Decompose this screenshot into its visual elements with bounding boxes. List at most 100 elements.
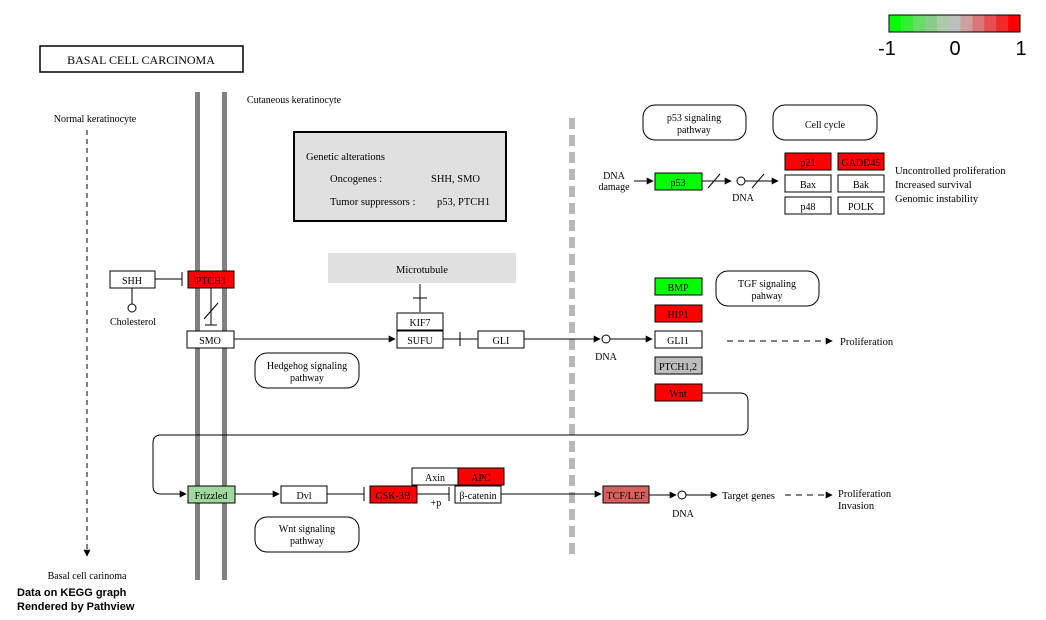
target-genes-label: Target genes: [722, 491, 775, 502]
p53-dna-slash: [707, 173, 721, 189]
ptch1-smo-slash: [203, 302, 219, 320]
gene-box-bmp[interactable]: [654, 277, 703, 296]
gene-box-polk[interactable]: [837, 196, 885, 215]
gene-label-sufu: SUFU: [407, 336, 433, 347]
tgf-pathway-label-1: TGF signaling: [738, 279, 796, 290]
gene-label-bak: Bak: [853, 180, 869, 191]
dna-label-wnt: DNA: [672, 509, 694, 520]
tumor-suppressors-label: Tumor suppressors :: [330, 197, 415, 208]
legend-color-cell: [924, 15, 938, 32]
genetic-alterations-box: [293, 131, 507, 222]
dna-targets-slash: [751, 173, 765, 189]
gene-label-wnt: Wnt: [669, 389, 686, 400]
gene-label-dvl: Dvl: [297, 491, 312, 502]
title-box: [39, 45, 244, 73]
gene-label-gadd45: GADD45: [842, 158, 881, 169]
proliferation-label: Proliferation: [840, 337, 894, 348]
gene-box-p48[interactable]: [784, 196, 832, 215]
gene-label-smo: SMO: [199, 336, 221, 347]
tumor-suppressors-value: p53, PTCH1: [437, 197, 490, 208]
oncogenes-value: SHH, SMO: [431, 174, 480, 185]
dna-node-p53: [736, 176, 746, 186]
legend-color-cell: [984, 15, 997, 32]
legend-color-cell: [912, 15, 926, 32]
gene-label-axin: Axin: [425, 473, 445, 484]
wnt-pathway-label-2: pathway: [290, 536, 324, 547]
microtubule-box: [328, 253, 516, 283]
gene-label-gli1: GLI1: [667, 336, 689, 347]
p53-pathway-button[interactable]: [642, 104, 747, 141]
gene-label-p21: p21: [801, 158, 816, 169]
gene-label-bcatenin: β-catenin: [459, 491, 496, 502]
gene-box-bak[interactable]: [837, 174, 885, 193]
gene-box-kif7[interactable]: [396, 312, 444, 331]
legend-color-cell: [948, 15, 961, 32]
oncogenes-label: Oncogenes :: [330, 174, 382, 185]
gene-label-bax: Bax: [800, 180, 816, 191]
dna-label-p53: DNA: [732, 193, 754, 204]
gene-box-hip1[interactable]: [654, 304, 703, 323]
legend-mid-label: 0: [949, 38, 960, 60]
prolif-invasion-label-1: Proliferation: [838, 489, 892, 500]
genetic-alterations-heading: Genetic alterations: [306, 152, 385, 163]
cholesterol-label: Cholesterol: [110, 317, 156, 328]
outcome-survival: Increased survival: [895, 180, 972, 191]
legend-color-cell: [900, 15, 914, 32]
gene-label-gsk3b: GSK-3B: [375, 491, 410, 502]
legend-min-label: -1: [878, 38, 896, 60]
p53-pathway-label-1: p53 signaling: [667, 113, 721, 124]
gene-label-hip1: HIP1: [667, 310, 688, 321]
color-legend: -1 0 1: [878, 14, 1027, 60]
cell-cycle-pathway-button[interactable]: [772, 104, 878, 141]
gene-label-apc: APC: [471, 473, 491, 484]
dna-node-gli: [601, 334, 611, 344]
gene-label-gli: GLI: [493, 336, 510, 347]
gene-label-kif7: KIF7: [409, 318, 430, 329]
gene-label-shh: SHH: [122, 276, 142, 287]
hedgehog-pathway-label-1: Hedgehog signaling: [267, 361, 347, 372]
gene-label-frizzled: Frizzled: [195, 491, 228, 502]
gene-label-p53: p53: [671, 178, 686, 189]
hedgehog-pathway-button[interactable]: [254, 352, 360, 389]
legend-color-cell: [1008, 15, 1021, 32]
phosphorylation-label: +p: [431, 498, 442, 509]
wnt-pathway-button[interactable]: [254, 516, 360, 553]
cell-cycle-label: Cell cycle: [805, 120, 846, 131]
tgf-pathway-label-2: pahway: [751, 291, 782, 302]
gene-box-gadd45[interactable]: [837, 152, 885, 171]
prolif-invasion-label-2: Invasion: [838, 501, 875, 512]
gene-label-p48: p48: [801, 202, 816, 213]
hedgehog-pathway-label-2: pathway: [290, 373, 324, 384]
legend-color-cell: [936, 15, 950, 32]
legend-color-cell: [889, 15, 902, 32]
gene-label-ptch12: PTCH1,2: [659, 362, 697, 373]
page-title: BASAL CELL CARCINOMA: [67, 53, 215, 67]
dna-node-wnt: [677, 490, 687, 500]
normal-keratinocyte-label: Normal keratinocyte: [54, 114, 137, 125]
microtubule-label: Microtubule: [396, 265, 448, 276]
wnt-pathway-label-1: Wnt signaling: [279, 524, 335, 535]
gene-box-apc[interactable]: [457, 467, 505, 486]
dna-damage-label-1: DNA: [603, 171, 625, 182]
dna-label-gli: DNA: [595, 352, 617, 363]
gene-box-p21[interactable]: [784, 152, 832, 171]
gene-label-bmp: BMP: [667, 283, 689, 294]
gene-box-bax[interactable]: [784, 174, 832, 193]
legend-max-label: 1: [1015, 38, 1026, 60]
cholesterol-node: [127, 303, 137, 313]
gene-box-ptch12[interactable]: [654, 356, 703, 375]
gene-label-polk: POLK: [848, 202, 875, 213]
cutaneous-keratinocyte-label: Cutaneous keratinocyte: [247, 95, 342, 106]
outcome-uncontrolled: Uncontrolled proliferation: [895, 166, 1006, 177]
wnt-frizzled-connector: [152, 392, 749, 498]
credit-line-2: Rendered by Pathview: [17, 601, 135, 613]
legend-color-cell: [960, 15, 973, 32]
legend-color-cell: [972, 15, 985, 32]
outcome-genomic: Genomic instability: [895, 194, 979, 205]
gene-label-ptch1: PTCH1: [196, 276, 227, 287]
dna-damage-label-2: damage: [598, 182, 630, 193]
legend-color-cell: [996, 15, 1009, 32]
tgf-pathway-button[interactable]: [715, 270, 820, 307]
gene-box-gli1[interactable]: [654, 330, 703, 349]
